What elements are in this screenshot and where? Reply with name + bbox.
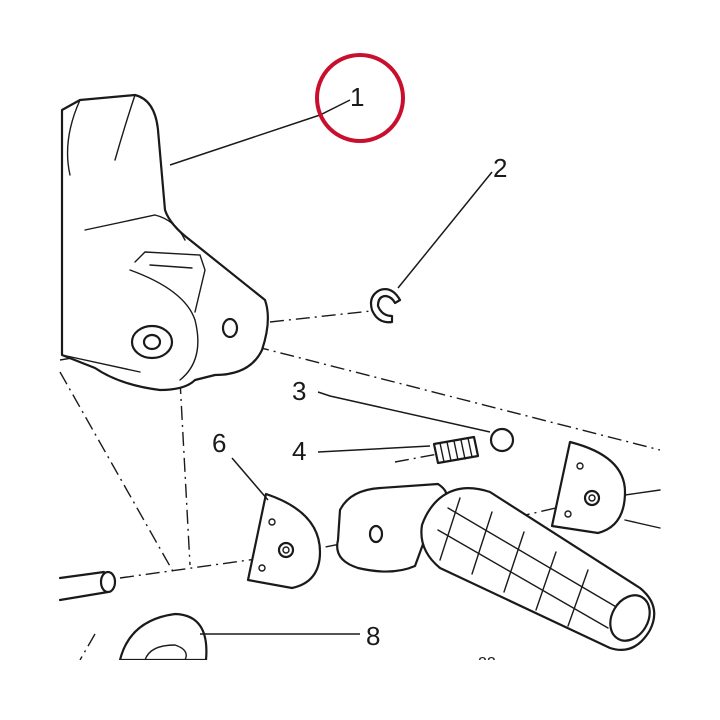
part-4-spring: [432, 435, 480, 465]
callout-2: 2: [493, 153, 507, 183]
bottom-crop-mask: [0, 660, 720, 720]
callout-8: 8: [366, 621, 380, 651]
part-6-shim-plate: [246, 492, 322, 590]
part-3-detent-ball: [489, 427, 515, 453]
callout-3: 3: [292, 376, 306, 406]
callout-6: 6: [212, 428, 226, 458]
highlight-ring: [315, 53, 405, 143]
callout-1: 1: [350, 82, 364, 112]
part-8-washer: [79, 612, 208, 662]
shim-plate-right: [550, 440, 661, 535]
part-2-circlip: [369, 288, 402, 324]
callout-4: 4: [292, 436, 306, 466]
footpeg-rubber: [336, 482, 656, 651]
callout-labels: 1 2 3 4 6 8 22: [212, 82, 507, 672]
part-1-footrest-bracket: [60, 93, 269, 392]
pivot-pin: [58, 570, 117, 602]
